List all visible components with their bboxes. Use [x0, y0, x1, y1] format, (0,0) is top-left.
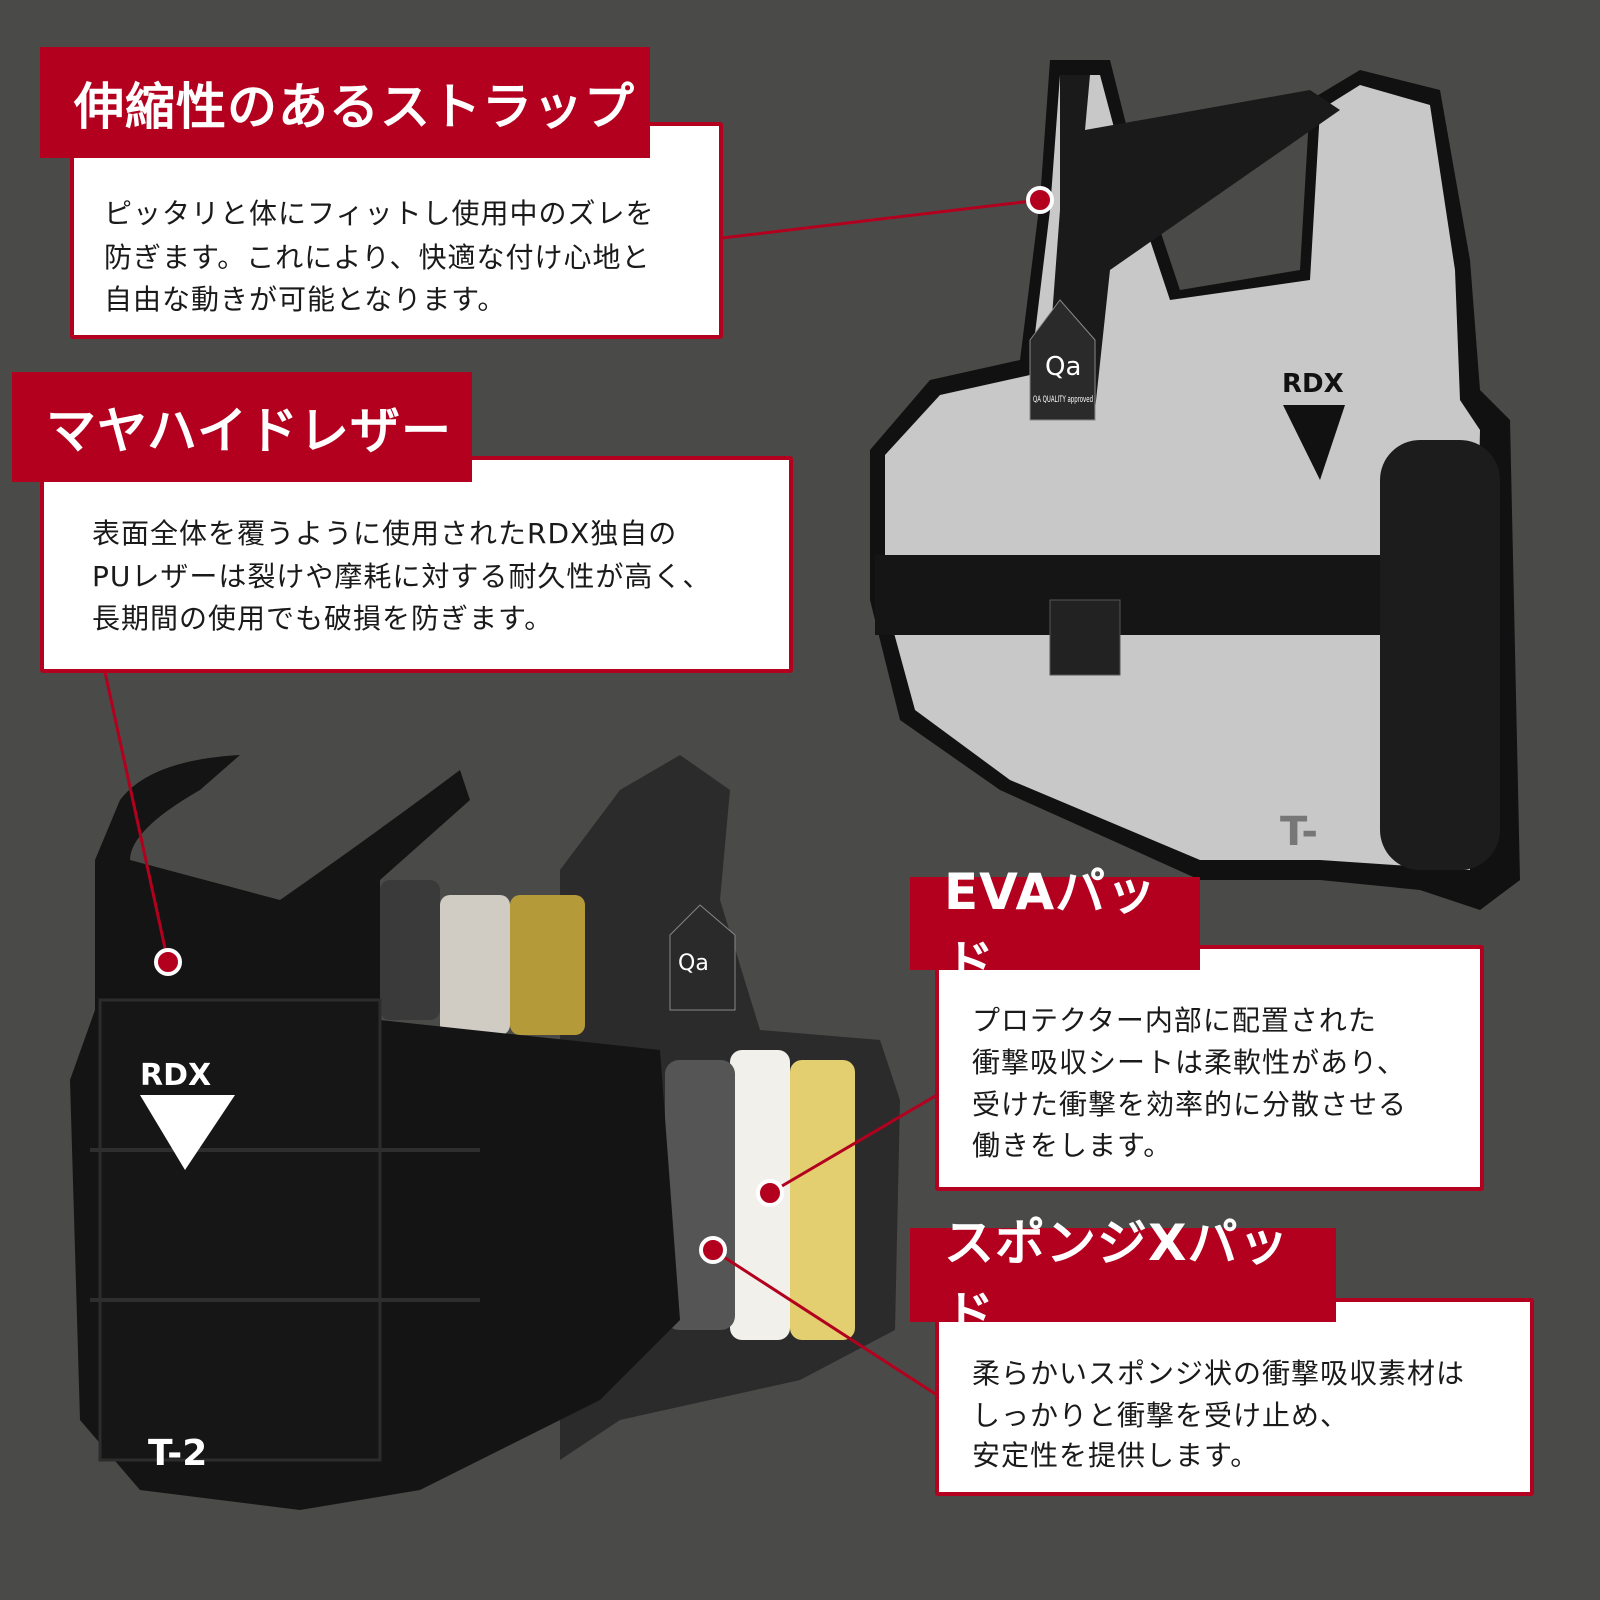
callout-strap-text: 自由な動きが可能となります。: [104, 283, 507, 316]
qa-badge-black: Qa: [678, 951, 709, 976]
callout-strap-box: ピッタリと体にフィットし使用中のズレを 防ぎます。これにより、快適な付け心地と …: [70, 122, 723, 339]
callout-strap-text: ピッタリと体にフィットし使用中のズレを: [104, 197, 655, 230]
callout-leather-text: PUレザーは裂けや摩耗に対する耐久性が高く、: [92, 560, 712, 593]
callout-leather-text: 表面全体を覆うように使用されたRDX独自の: [92, 517, 678, 550]
callout-sponge-box: 柔らかいスポンジ状の衝撃吸収素材は しっかりと衝撃を受け止め、 安定性を提供しま…: [935, 1298, 1534, 1496]
gray-vest-image: Qa QA QUALITY approved RDX T-: [870, 60, 1520, 910]
callout-eva-title: EVAパッド: [910, 863, 1200, 993]
rdx-logo-gray: RDX: [1282, 369, 1344, 399]
callout-sponge-text: しっかりと衝撃を受け止め、: [972, 1399, 1350, 1432]
rdx-logo-black: RDX: [140, 1058, 211, 1093]
callout-eva-box: プロテクター内部に配置された 衝撃吸収シートは柔軟性があり、 受けた衝撃を効率的…: [935, 945, 1484, 1191]
qa-badge-gray: Qa: [1045, 352, 1081, 382]
qa-badge-text: QA QUALITY approved: [1033, 395, 1093, 405]
callout-strap-text: 防ぎます。これにより、快適な付け心地と: [104, 241, 651, 274]
callout-eva-text: 衝撃吸収シートは柔軟性があり、: [972, 1046, 1406, 1079]
callout-sponge-text: 柔らかいスポンジ状の衝撃吸収素材は: [972, 1357, 1466, 1390]
callout-eva-text: プロテクター内部に配置された: [972, 1004, 1377, 1037]
callout-leather-title: マヤハイドレザー: [12, 372, 472, 482]
model-logo-black: T-2: [148, 1433, 207, 1474]
callout-strap-title: 伸縮性のあるストラップ: [40, 47, 650, 158]
callout-leather-box: 表面全体を覆うように使用されたRDX独自の PUレザーは裂けや摩耗に対する耐久性…: [40, 456, 793, 673]
callout-sponge-text: 安定性を提供します。: [972, 1439, 1260, 1472]
model-logo-gray: T-: [1280, 809, 1318, 855]
callout-eva-text: 受けた衝撃を効率的に分散させる: [972, 1088, 1408, 1121]
black-vest-image: Qa RDX T-2: [70, 755, 900, 1510]
callout-leather-text: 長期間の使用でも破損を防ぎます。: [92, 602, 554, 635]
callout-eva-text: 働きをします。: [972, 1129, 1173, 1162]
callout-sponge-title: スポンジXパッド: [910, 1214, 1336, 1344]
